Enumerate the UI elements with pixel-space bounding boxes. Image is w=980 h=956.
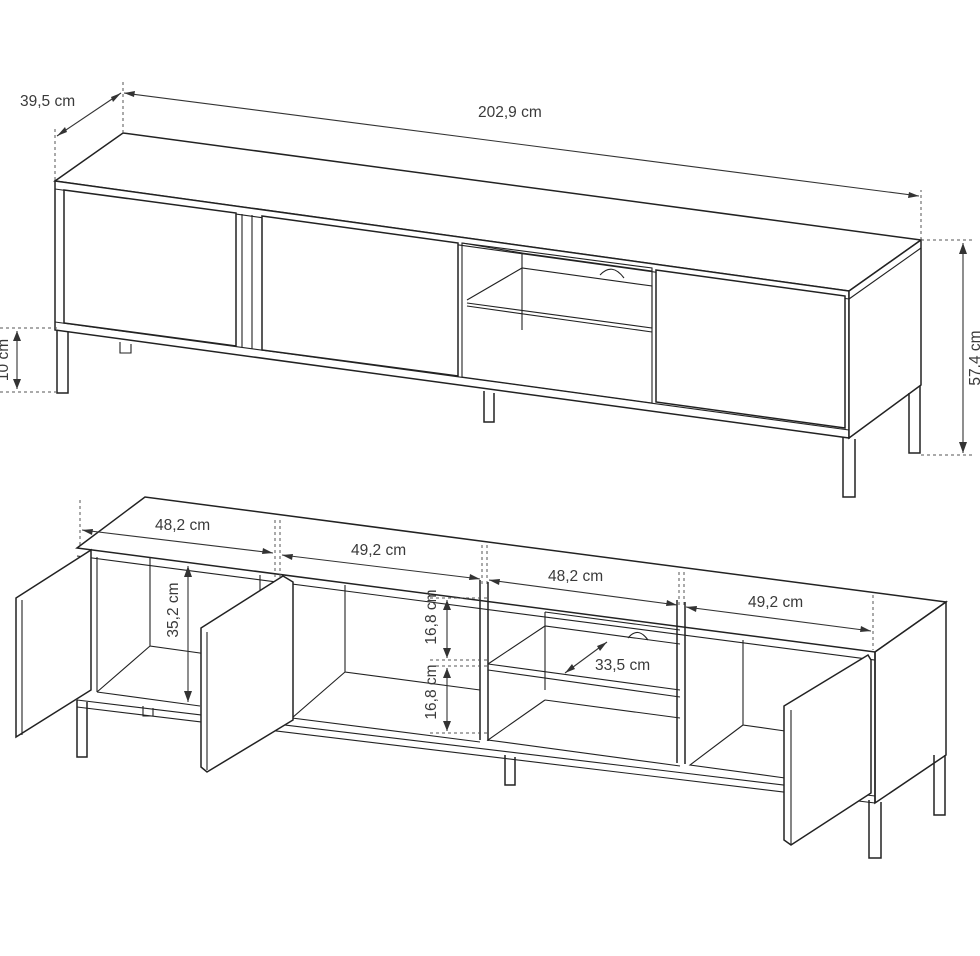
door-3: [655, 269, 846, 429]
compartment-1-dim: [81, 529, 274, 554]
compartment-shelf-front: [466, 305, 653, 333]
height-ext: [921, 239, 975, 456]
door-2: [261, 215, 459, 377]
leg-front-mid: [483, 391, 495, 423]
open-leg-front-right: [868, 800, 882, 859]
cable-hole: [599, 268, 625, 279]
depth-dimension-line: [56, 92, 122, 137]
compartment-ext-lines: [79, 500, 874, 650]
open-bottom-rail: [76, 699, 876, 804]
width-dimension-line: [123, 92, 920, 197]
divider-3: [676, 600, 686, 764]
open-leg-back-right: [933, 755, 946, 816]
open-door-2: [200, 575, 294, 773]
depth-label: 39,5 cm: [20, 93, 75, 110]
compartment-back: [461, 242, 653, 330]
compartment-2-dim: [281, 554, 481, 580]
open-cable-hole: [627, 631, 649, 641]
open-leg-back-left: [142, 706, 154, 717]
height-label: 57,4 cm: [967, 330, 980, 385]
top-board-edge-side: [848, 247, 922, 300]
compartment-3-label: 48,2 cm: [548, 568, 603, 585]
open-leg-front-left: [76, 700, 88, 758]
compartment-1-label: 48,2 cm: [155, 517, 210, 534]
compartment-3-shelf: [487, 625, 681, 698]
leg-back-left: [119, 342, 132, 354]
leg-height-label: 10 cm: [0, 339, 12, 381]
open-door-1: [15, 548, 92, 739]
closed-cabinet-view: 39,5 cm 202,9 cm 57,4 cm 10 cm: [0, 82, 980, 498]
compartment-2-lines: [290, 585, 481, 743]
leg-front-right: [842, 437, 856, 498]
door-separator: [241, 214, 253, 349]
shelf-height-label: 35,2 cm: [165, 582, 182, 637]
compartment-3-dim: [488, 579, 678, 606]
leg-back-right: [908, 386, 921, 454]
open-compartment: [461, 242, 653, 404]
compartment-1-floor: [96, 691, 201, 707]
width-label: 202,9 cm: [478, 104, 542, 121]
door-1: [63, 189, 237, 347]
open-door-3: [783, 653, 872, 846]
compartment-3-floor: [486, 699, 681, 767]
inner-depth-label: 33,5 cm: [595, 657, 650, 674]
open-cabinet-view: 48,2 cm 49,2 cm 48,2 cm 49,2 cm 35,2 cm …: [15, 496, 949, 859]
upper-height-label: 16,8 cm: [423, 589, 440, 644]
compartment-3-back: [544, 611, 681, 690]
right-side: [848, 238, 922, 440]
compartment-shelf: [466, 267, 653, 329]
compartment-4-dim: [685, 606, 872, 632]
compartment-4-lines: [688, 640, 786, 779]
inner-height-ext: [430, 597, 490, 734]
lower-height-label: 16,8 cm: [423, 664, 440, 719]
compartment-2-label: 49,2 cm: [351, 542, 406, 559]
compartment-4-label: 49,2 cm: [748, 594, 803, 611]
depth-arrows: [57, 93, 121, 136]
open-leg-front-mid: [504, 755, 516, 786]
inner-depth-arrows: [565, 642, 607, 673]
leg-front-left: [56, 330, 69, 394]
